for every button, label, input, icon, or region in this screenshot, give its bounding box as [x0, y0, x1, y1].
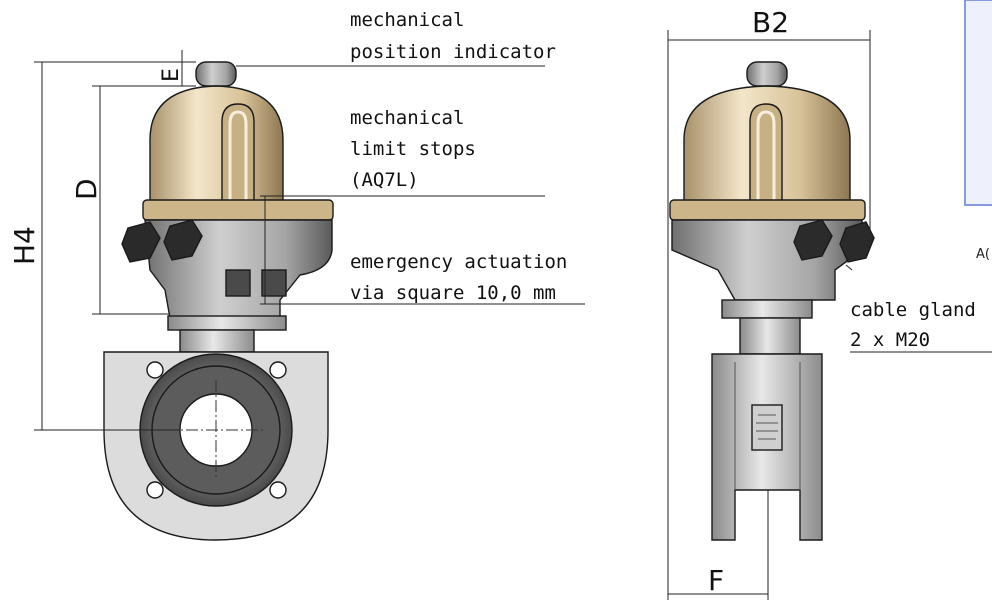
label-cable-gland-2: 2 x M20 — [850, 329, 930, 351]
side-bolt-left — [121, 221, 161, 263]
side-caption: A( — [976, 247, 990, 262]
cable-gland-1 — [793, 219, 833, 261]
dimension-lines-side — [667, 30, 871, 600]
dim-h4: H4 — [8, 226, 41, 265]
dim-e: E — [159, 68, 184, 82]
label-limit-stops-1: mechanical — [350, 107, 464, 129]
label-emergency-2: via square 10,0 mm — [350, 282, 556, 304]
dim-b2: B2 — [752, 6, 789, 39]
valve-neck — [179, 329, 255, 353]
mounting-bracket — [167, 315, 287, 331]
cap-window — [221, 103, 255, 206]
label-position-indicator-2: position indicator — [350, 41, 556, 63]
label-cable-gland-1: cable gland — [850, 299, 976, 321]
info-box — [964, 0, 992, 206]
label-limit-stops-2: limit stops — [350, 138, 476, 160]
label-position-indicator-1: mechanical — [350, 9, 464, 31]
side-view — [669, 61, 875, 541]
nameplate — [751, 404, 783, 451]
emergency-nut-1 — [225, 269, 251, 297]
dim-f: F — [708, 564, 724, 597]
position-indicator-knob — [195, 61, 237, 87]
label-limit-stops-3: (AQ7L) — [350, 169, 419, 191]
cap-rim — [142, 199, 334, 221]
front-view — [103, 61, 334, 541]
side-bolt-right — [163, 219, 203, 261]
emergency-nut-2 — [261, 269, 287, 297]
cable-gland-2 — [839, 221, 875, 263]
label-emergency-1: emergency actuation — [350, 251, 567, 273]
actuator-housing-side — [671, 219, 863, 301]
dimension-lines-front — [34, 50, 545, 431]
dim-d: D — [70, 178, 103, 200]
actuator-cap-front — [149, 85, 284, 206]
